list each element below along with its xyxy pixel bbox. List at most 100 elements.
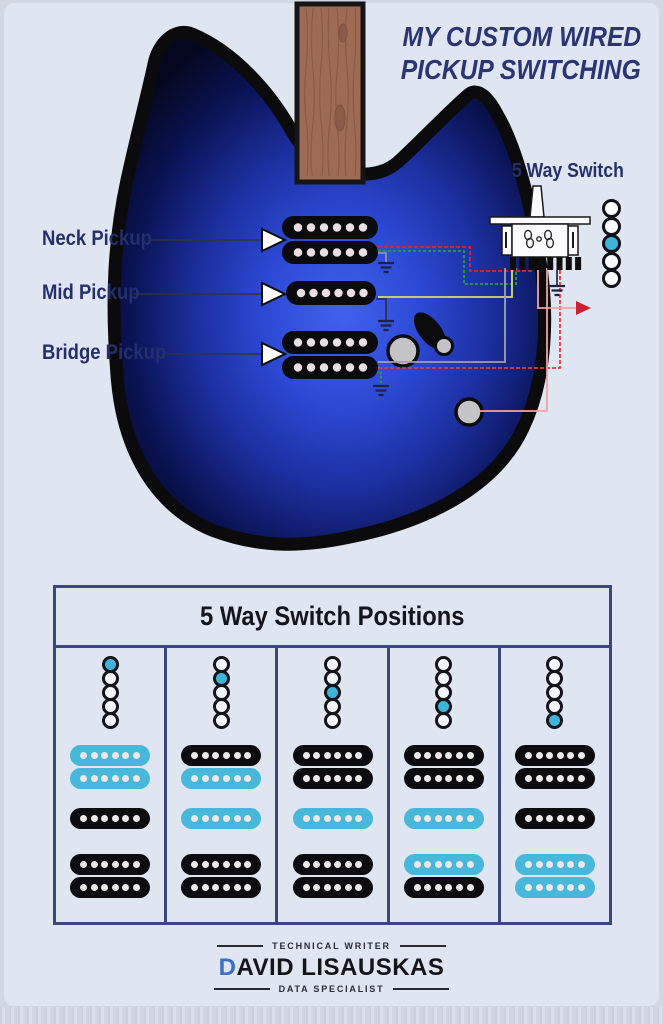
wire-bridge-ground: [376, 371, 382, 385]
pole-piece: [434, 884, 442, 891]
pole-piece: [244, 815, 252, 822]
pole-piece: [524, 815, 532, 822]
pole-piece: [567, 752, 575, 759]
pole-piece: [191, 815, 199, 822]
pole-piece: [212, 815, 220, 822]
author-footer: TECHNICAL WRITER DAVID LISAUSKAS DATA SP…: [0, 941, 663, 994]
mid-pickup-coil-on: [403, 808, 484, 829]
pole-piece: [212, 861, 220, 868]
mid-pickup-state: [292, 808, 373, 829]
pole-piece: [201, 861, 209, 868]
pole-piece: [535, 752, 543, 759]
pole-piece: [323, 815, 331, 822]
mid-pickup-label: Mid Pickup: [42, 281, 140, 304]
pole-piece: [577, 752, 585, 759]
pole-piece: [424, 775, 432, 782]
pole-piece: [344, 861, 352, 868]
mid-pickup-coil-on: [181, 808, 262, 829]
neck-pickup-coil-off: [181, 745, 262, 766]
switch-position-column: [167, 648, 279, 922]
switch-terminals: [510, 257, 582, 270]
neck-pickup-state: [70, 745, 151, 789]
neck-pickup-state: [292, 745, 373, 789]
pole-piece: [323, 884, 331, 891]
bridge-pickup-state: [181, 854, 262, 898]
pole-piece: [535, 815, 543, 822]
neck-pickup-state: [403, 745, 484, 789]
switch-dot: [212, 712, 230, 729]
pole-piece: [434, 775, 442, 782]
switch-dot: [435, 712, 453, 729]
pole-piece: [223, 861, 231, 868]
pole-piece: [133, 775, 141, 782]
pole-piece: [524, 775, 532, 782]
pole-piece: [122, 861, 130, 868]
pole-piece: [101, 752, 109, 759]
pole-piece: [323, 775, 331, 782]
neck-pickup-coil-on: [70, 768, 151, 789]
pole-piece: [546, 815, 554, 822]
pole-piece: [524, 884, 532, 891]
pole-piece: [334, 775, 342, 782]
pole-piece: [244, 775, 252, 782]
wire-neck-red: [378, 246, 532, 272]
pole-piece: [334, 815, 342, 822]
blade-switch-tip: [413, 312, 454, 356]
pole-piece: [556, 861, 564, 868]
pole-piece: [133, 752, 141, 759]
pole-piece: [101, 775, 109, 782]
pole-piece: [212, 775, 220, 782]
page-title: MY CUSTOM WIRED PICKUP SWITCHING: [368, 20, 641, 86]
pole-piece: [133, 861, 141, 868]
pole-piece: [546, 752, 554, 759]
pole-piece: [80, 752, 88, 759]
switch-label: 5 Way Switch: [512, 160, 624, 182]
pole-piece: [413, 815, 421, 822]
pole-piece: [233, 775, 241, 782]
divider-line: [213, 988, 270, 990]
neck-pickup-coil-on: [70, 745, 151, 766]
pole-piece: [334, 884, 342, 891]
pole-piece: [567, 815, 575, 822]
pole-piece: [201, 884, 209, 891]
role-bottom-label: DATA SPECIALIST: [278, 984, 385, 994]
switch-position-column: [501, 648, 609, 922]
pole-piece: [313, 815, 321, 822]
switch-dot: [324, 712, 341, 729]
pole-piece: [313, 752, 321, 759]
pole-piece: [434, 861, 442, 868]
pole-piece: [233, 884, 241, 891]
pole-piece: [111, 775, 119, 782]
pole-piece: [413, 861, 421, 868]
pole-piece: [577, 815, 585, 822]
neck-pickup-coil-off: [403, 745, 484, 766]
pole-piece: [313, 861, 321, 868]
mid-pickup-state: [181, 808, 262, 829]
switch-lever: [529, 185, 545, 218]
pole-piece: [434, 815, 442, 822]
bridge-pickup-state: [403, 854, 484, 898]
ground-symbol: [378, 319, 394, 332]
neck-pickup-coil-off: [292, 768, 373, 789]
pole-piece: [122, 884, 130, 891]
pole-piece: [191, 775, 199, 782]
output-jack: [454, 397, 484, 427]
pole-piece: [244, 884, 252, 891]
pole-piece: [466, 775, 474, 782]
pole-piece: [466, 861, 474, 868]
bridge-pickup-coil-off: [70, 854, 151, 875]
positions-table: 5 Way Switch Positions: [53, 585, 612, 925]
divider-line: [217, 945, 264, 947]
pole-piece: [223, 775, 231, 782]
bridge-pickup-coil-off: [292, 877, 373, 898]
pole-piece: [424, 884, 432, 891]
bridge-pickup-state: [514, 854, 595, 898]
ground-symbols: [373, 261, 565, 397]
pole-piece: [233, 861, 241, 868]
pole-piece: [466, 815, 474, 822]
wire-output: [537, 270, 577, 309]
pole-piece: [212, 884, 220, 891]
pole-piece: [111, 884, 119, 891]
pole-piece: [201, 752, 209, 759]
